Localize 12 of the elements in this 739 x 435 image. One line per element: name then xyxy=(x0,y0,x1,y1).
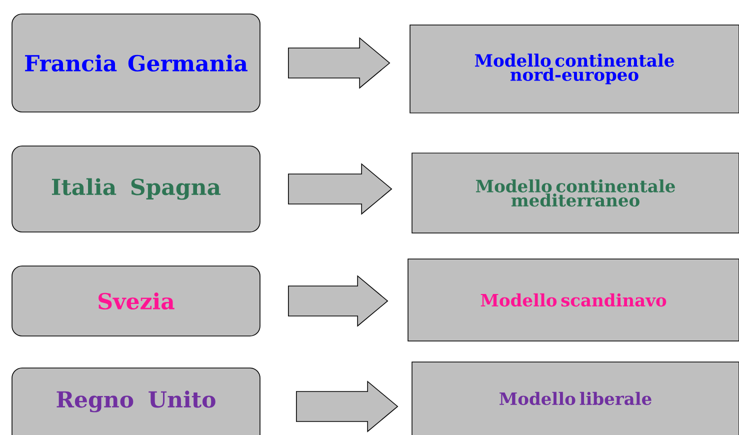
block-arrow xyxy=(296,380,398,432)
model-box: Modello liberale xyxy=(412,362,739,435)
country-box: Regno Unito xyxy=(12,368,260,435)
country-box: Francia Germania xyxy=(12,14,260,112)
block-arrow xyxy=(288,37,390,89)
model-box: Modello scandinavo xyxy=(408,258,739,342)
block-arrow xyxy=(288,275,388,327)
block-arrow xyxy=(288,163,392,215)
model-box: Modello continentale nord-europeo xyxy=(410,24,739,114)
country-box: Italia Spagna xyxy=(12,146,260,232)
country-box: Svezia xyxy=(12,266,260,336)
model-box: Modello continentale mediterraneo xyxy=(412,152,739,234)
